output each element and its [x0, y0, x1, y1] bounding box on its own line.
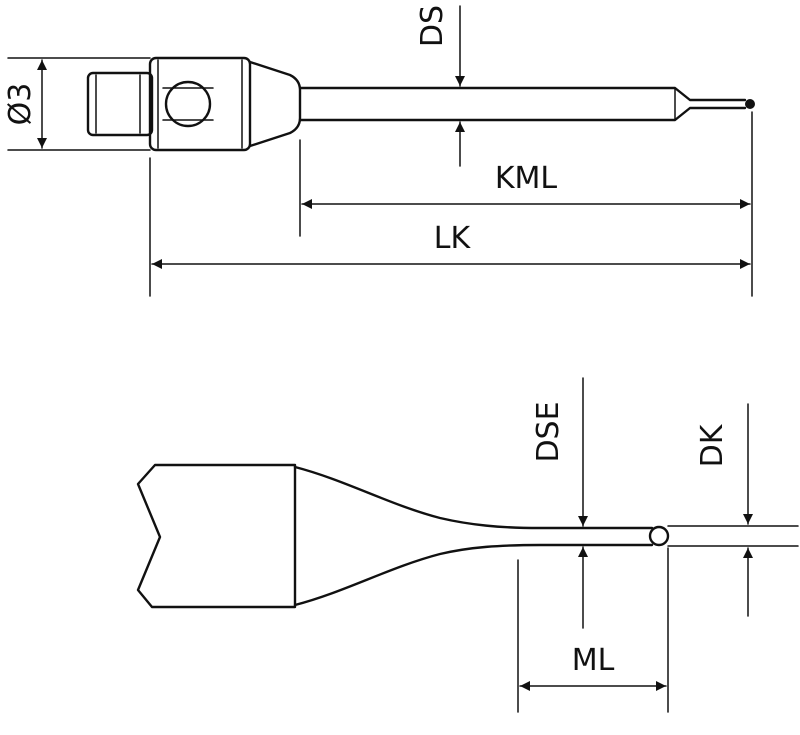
- tip-detail-view: [136, 463, 670, 609]
- kml-dimension: KML: [299, 111, 753, 297]
- lk-dimension: LK: [149, 157, 751, 297]
- thread-stub: [86, 71, 154, 137]
- ds-label: DS: [415, 5, 450, 47]
- ds-dimension: DS: [415, 5, 465, 167]
- diameter-label: Ø3: [3, 83, 38, 126]
- tip-detail-ball: [648, 525, 670, 547]
- dse-label: DSE: [531, 401, 566, 462]
- kml-label: KML: [495, 161, 558, 196]
- dse-dimension: DSE: [531, 377, 588, 629]
- lk-label: LK: [434, 221, 472, 256]
- tip-detail-taper: [293, 465, 654, 607]
- diameter-dimension: Ø3: [3, 57, 151, 151]
- dk-dimension: DK: [667, 403, 799, 617]
- ml-label: ML: [572, 643, 615, 678]
- dk-label: DK: [695, 423, 730, 467]
- stylus-side-view: [86, 56, 755, 152]
- stylus-taper: [248, 60, 302, 148]
- stylus-collar: [148, 56, 252, 152]
- wrench-hole: [164, 80, 212, 128]
- stylus-tip-ball: [745, 99, 755, 109]
- tip-detail-body: [136, 463, 297, 609]
- ml-dimension: ML: [517, 547, 669, 713]
- stylus-stem: [298, 86, 747, 122]
